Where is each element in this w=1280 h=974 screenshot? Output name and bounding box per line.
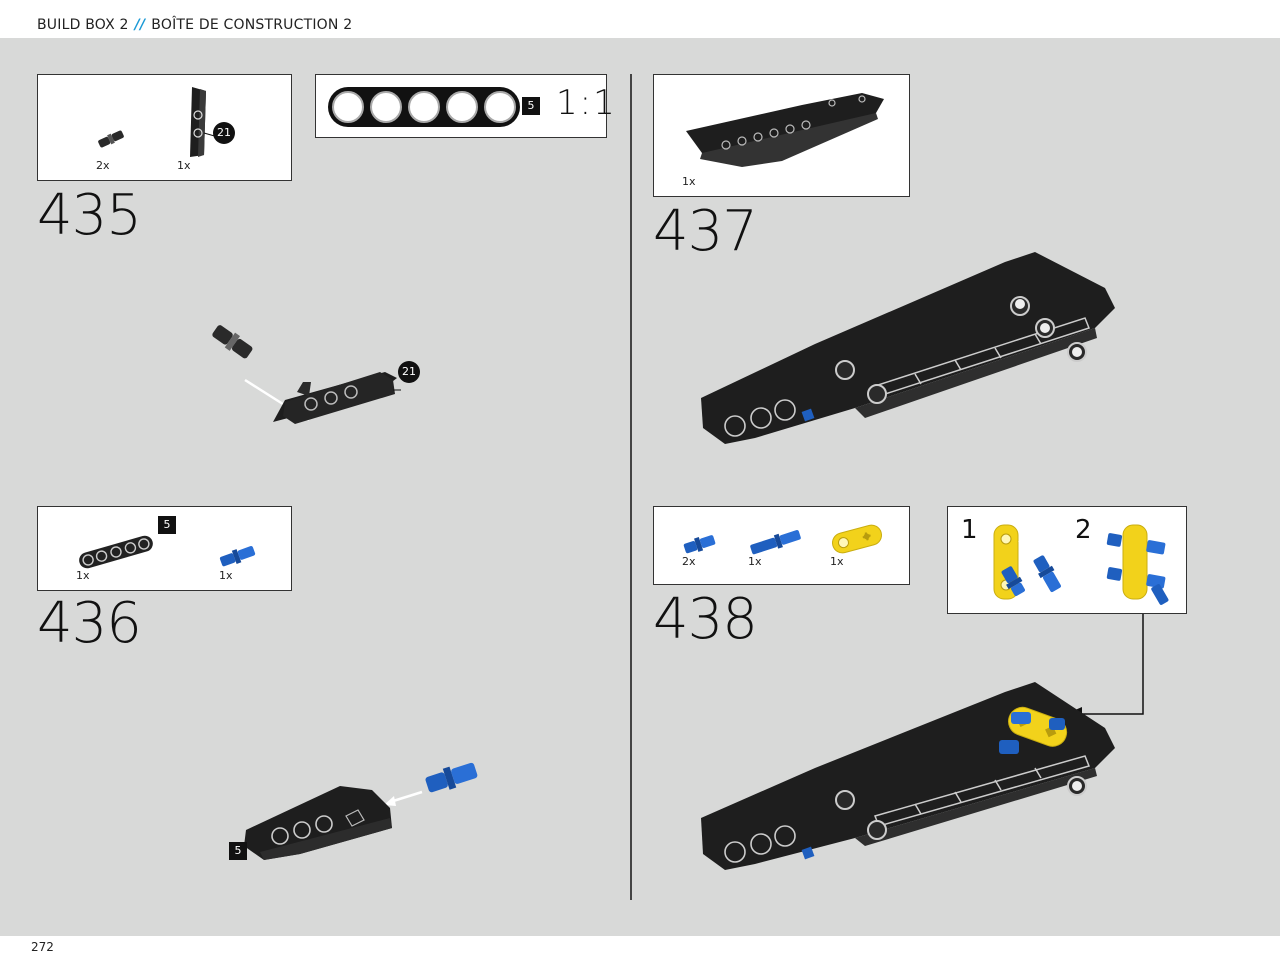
step-436-part-1-qty: 1x bbox=[76, 569, 90, 582]
panel-part-icon bbox=[190, 87, 219, 157]
step-435-part-2-qty: 1x bbox=[177, 159, 191, 172]
scale-length-badge: 5 bbox=[522, 97, 540, 115]
yellow-connector-part-icon bbox=[832, 524, 882, 554]
header-separator: // bbox=[134, 17, 146, 33]
blue-long-pin-part-icon bbox=[750, 530, 801, 555]
step-436-assembly-badge: 5 bbox=[229, 842, 247, 860]
substep-1-label: 1 bbox=[961, 515, 978, 545]
instruction-canvas: 2x 21 1x 5 1:1 435 bbox=[0, 38, 1280, 936]
blue-axle-pin-part-icon bbox=[683, 535, 716, 554]
step-437-assembly bbox=[701, 252, 1115, 444]
step-438-assembly bbox=[701, 682, 1115, 870]
step-438-part-2-qty: 1x bbox=[748, 555, 762, 568]
step-438-parts-box: 2x 1x 1x bbox=[653, 506, 910, 585]
step-436-parts-box: 5 1x 1x bbox=[37, 506, 292, 591]
substep-2-assembly bbox=[1106, 524, 1169, 605]
page-footer: 272 bbox=[0, 936, 1280, 974]
step-437-part-qty: 1x bbox=[682, 175, 696, 188]
step-438-part-3-qty: 1x bbox=[830, 555, 844, 568]
step-435-part-1-qty: 2x bbox=[96, 159, 110, 172]
step-435-parts-box: 2x 21 1x bbox=[37, 74, 292, 181]
step-437-number: 437 bbox=[653, 199, 758, 264]
header-right-title: BOÎTE DE CONSTRUCTION 2 bbox=[151, 17, 353, 33]
step-436-number: 436 bbox=[37, 591, 142, 656]
page-header: BUILD BOX 2 // BOÎTE DE CONSTRUCTION 2 bbox=[0, 0, 1280, 38]
beam-5-scale-icon bbox=[328, 87, 520, 127]
column-divider bbox=[630, 74, 632, 900]
step-438-part-1-qty: 2x bbox=[682, 555, 696, 568]
substep-1-assembly bbox=[993, 524, 1061, 600]
step-435-number: 435 bbox=[37, 183, 142, 248]
step-435-assembly-callout: 21 bbox=[398, 361, 420, 383]
step-436-part-badge: 5 bbox=[158, 516, 176, 534]
header-title: BUILD BOX 2 // BOÎTE DE CONSTRUCTION 2 bbox=[37, 17, 352, 33]
beam-5-part-icon bbox=[79, 535, 153, 569]
page-number: 272 bbox=[31, 940, 54, 954]
step-435-callout-badge: 21 bbox=[213, 122, 235, 144]
step-438-number: 438 bbox=[653, 587, 758, 652]
header-left-title: BUILD BOX 2 bbox=[37, 17, 129, 33]
scale-box: 5 1:1 bbox=[315, 74, 615, 138]
step-435-assembly bbox=[212, 325, 401, 424]
step-438-subassembly-box: 1 2 bbox=[947, 506, 1187, 614]
substep-2-label: 2 bbox=[1075, 515, 1092, 545]
blue-pin-part-icon bbox=[219, 546, 256, 567]
wing-panel-part-icon bbox=[686, 93, 884, 167]
pin-part-icon bbox=[98, 130, 124, 148]
step-436-part-2-qty: 1x bbox=[219, 569, 233, 582]
step-436-assembly bbox=[244, 762, 478, 860]
scale-ratio: 1:1 bbox=[556, 83, 617, 123]
step-437-parts-box: 1x bbox=[653, 74, 910, 197]
